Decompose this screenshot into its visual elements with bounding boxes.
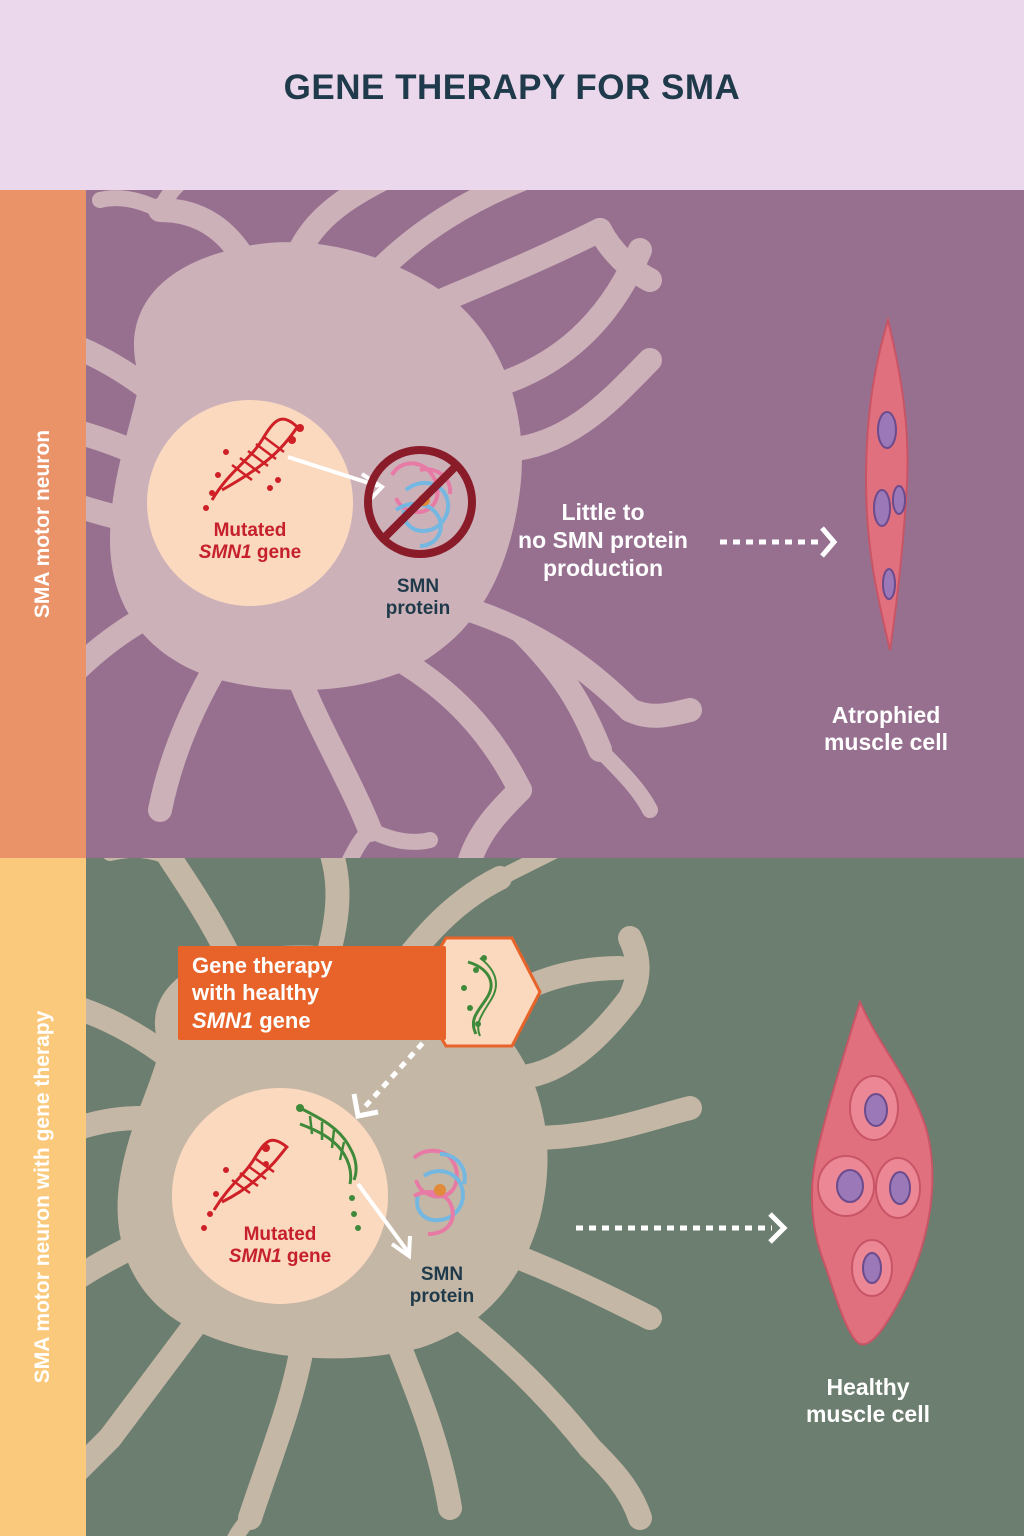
- atrophied-label-line1: Atrophied: [831, 702, 941, 728]
- healthy-muscle-cell: [810, 999, 934, 1346]
- page-title: GENE THERAPY FOR SMA: [283, 68, 741, 107]
- callout-text: Gene therapy with healthy SMN1 gene: [192, 952, 333, 1034]
- side-label-bottom: SMA motor neuron with gene therapy: [31, 1010, 54, 1384]
- atrophied-muscle-cell: [864, 316, 909, 651]
- mutated-gene-label-treated-line2: SMN1 gene: [210, 1246, 350, 1268]
- gene-suffix-treated: gene: [281, 1246, 332, 1268]
- outcome-line3: production: [542, 555, 664, 582]
- callout-line2: with healthy: [192, 980, 320, 1006]
- protein-label-line1: SMN: [396, 576, 440, 597]
- treated-neuron-illustration: [0, 858, 934, 1536]
- gene-therapy-panel: SMA motor neuron with gene therapy Gene …: [0, 858, 1024, 1536]
- atrophied-label-line2: muscle cell: [823, 729, 949, 756]
- sma-neuron-panel: SMA motor neuron Mutated SMN1 gene SMN p…: [0, 190, 1024, 858]
- callout-gene-suffix: gene: [253, 1007, 311, 1033]
- side-tab-top: SMA motor neuron: [0, 190, 86, 858]
- dotted-arrow-icon: [720, 526, 838, 558]
- protein-label-treated-line1: SMN: [420, 1264, 464, 1285]
- nucleus-treated: [172, 1088, 388, 1304]
- healthy-label-line1: Healthy: [826, 1374, 910, 1400]
- callout-line1: Gene therapy: [192, 953, 333, 978]
- gene-suffix: gene: [251, 542, 302, 564]
- mutated-gene-label-treated-line1: Mutated: [243, 1224, 317, 1245]
- side-tab-bottom: SMA motor neuron with gene therapy: [0, 858, 86, 1536]
- callout-line3: SMN1 gene: [192, 1007, 333, 1034]
- outcome-line1: Little to: [561, 499, 645, 525]
- gene-therapy-callout: Gene therapy with healthy SMN1 gene: [178, 946, 446, 1040]
- healthy-dna-icon: [296, 1104, 361, 1231]
- neuron-illustration: [0, 190, 909, 858]
- gene-name-treated: SMN1: [228, 1246, 282, 1268]
- arrow-to-protein-icon-treated: [356, 1182, 412, 1260]
- smn-protein-icon-treated: [412, 1148, 467, 1236]
- outcome-label: Little to no SMN protein production: [490, 498, 716, 582]
- outcome-line2: no SMN protein: [518, 527, 688, 554]
- smn-protein-label: SMN protein: [368, 576, 468, 621]
- mutated-gene-label-line2: SMN1 gene: [190, 542, 310, 564]
- gene-name: SMN1: [198, 542, 252, 564]
- prohibited-icon: [364, 446, 476, 558]
- mutated-gene-label: Mutated SMN1 gene: [190, 520, 310, 565]
- dotted-arrow-icon-bottom: [576, 1212, 788, 1244]
- healthy-label-line2: muscle cell: [805, 1401, 931, 1428]
- protein-label-treated-line2: protein: [409, 1286, 475, 1308]
- smn-protein-label-treated: SMN protein: [392, 1264, 492, 1309]
- mutated-dna-icon: [203, 417, 304, 511]
- protein-label-line2: protein: [385, 598, 451, 620]
- mutated-gene-label-line1: Mutated: [213, 520, 287, 541]
- atrophied-muscle-label: Atrophied muscle cell: [786, 702, 986, 756]
- mutated-gene-label-treated: Mutated SMN1 gene: [210, 1224, 350, 1269]
- side-label-top: SMA motor neuron: [31, 429, 54, 619]
- header: GENE THERAPY FOR SMA: [0, 0, 1024, 190]
- mutated-dna-icon-treated: [201, 1138, 289, 1231]
- callout-gene-name: SMN1: [192, 1007, 254, 1033]
- healthy-muscle-label: Healthy muscle cell: [768, 1374, 968, 1428]
- nucleus: [147, 400, 353, 606]
